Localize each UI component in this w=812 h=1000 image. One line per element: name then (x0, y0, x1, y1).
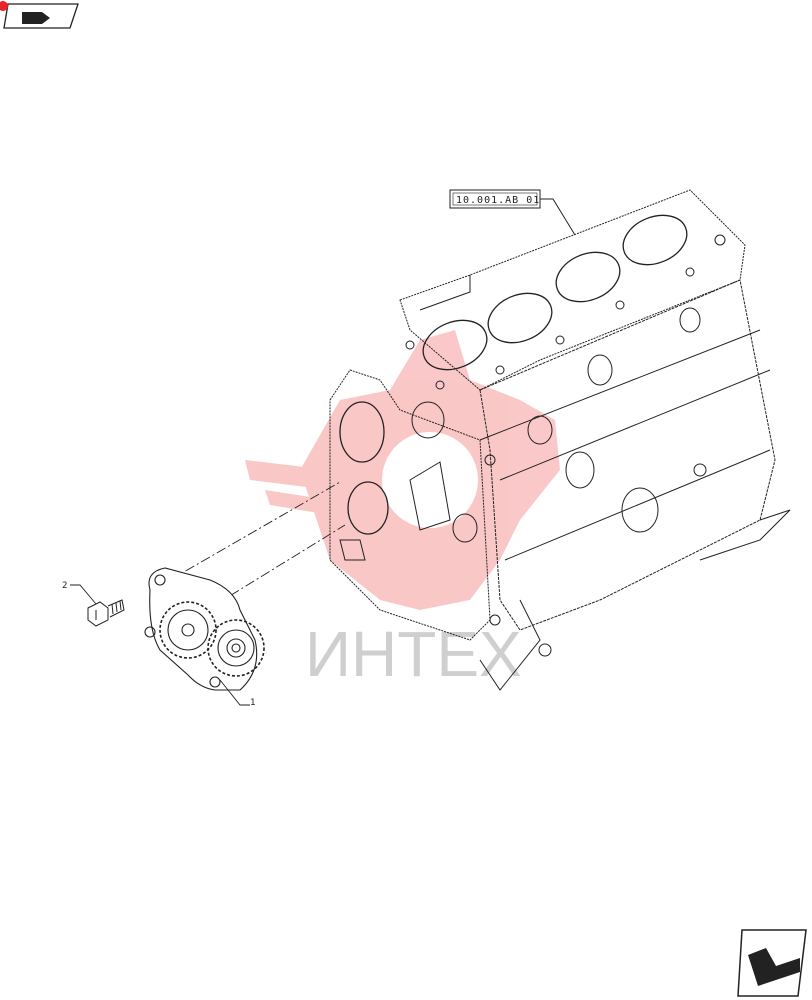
reference-box[interactable]: 10.001.AB 01 (449, 189, 541, 209)
callout-2-number: 2 (62, 581, 67, 591)
next-page-arrow-icon[interactable] (737, 929, 807, 997)
reference-leader (540, 198, 576, 236)
bolt[interactable] (87, 599, 125, 627)
callout-1[interactable]: 1 (219, 679, 255, 708)
callout-1-number: 1 (250, 698, 255, 708)
reference-label: 10.001.AB 01 (456, 195, 540, 206)
watermark-text: ИНТЕХ (305, 618, 522, 690)
tractor-book-icon[interactable] (0, 1, 79, 29)
watermark-logo (245, 330, 560, 610)
engine-block (329, 189, 791, 691)
alignment-lines (169, 481, 346, 606)
oil-pump[interactable] (144, 567, 265, 691)
callout-2[interactable]: 2 (62, 581, 97, 605)
